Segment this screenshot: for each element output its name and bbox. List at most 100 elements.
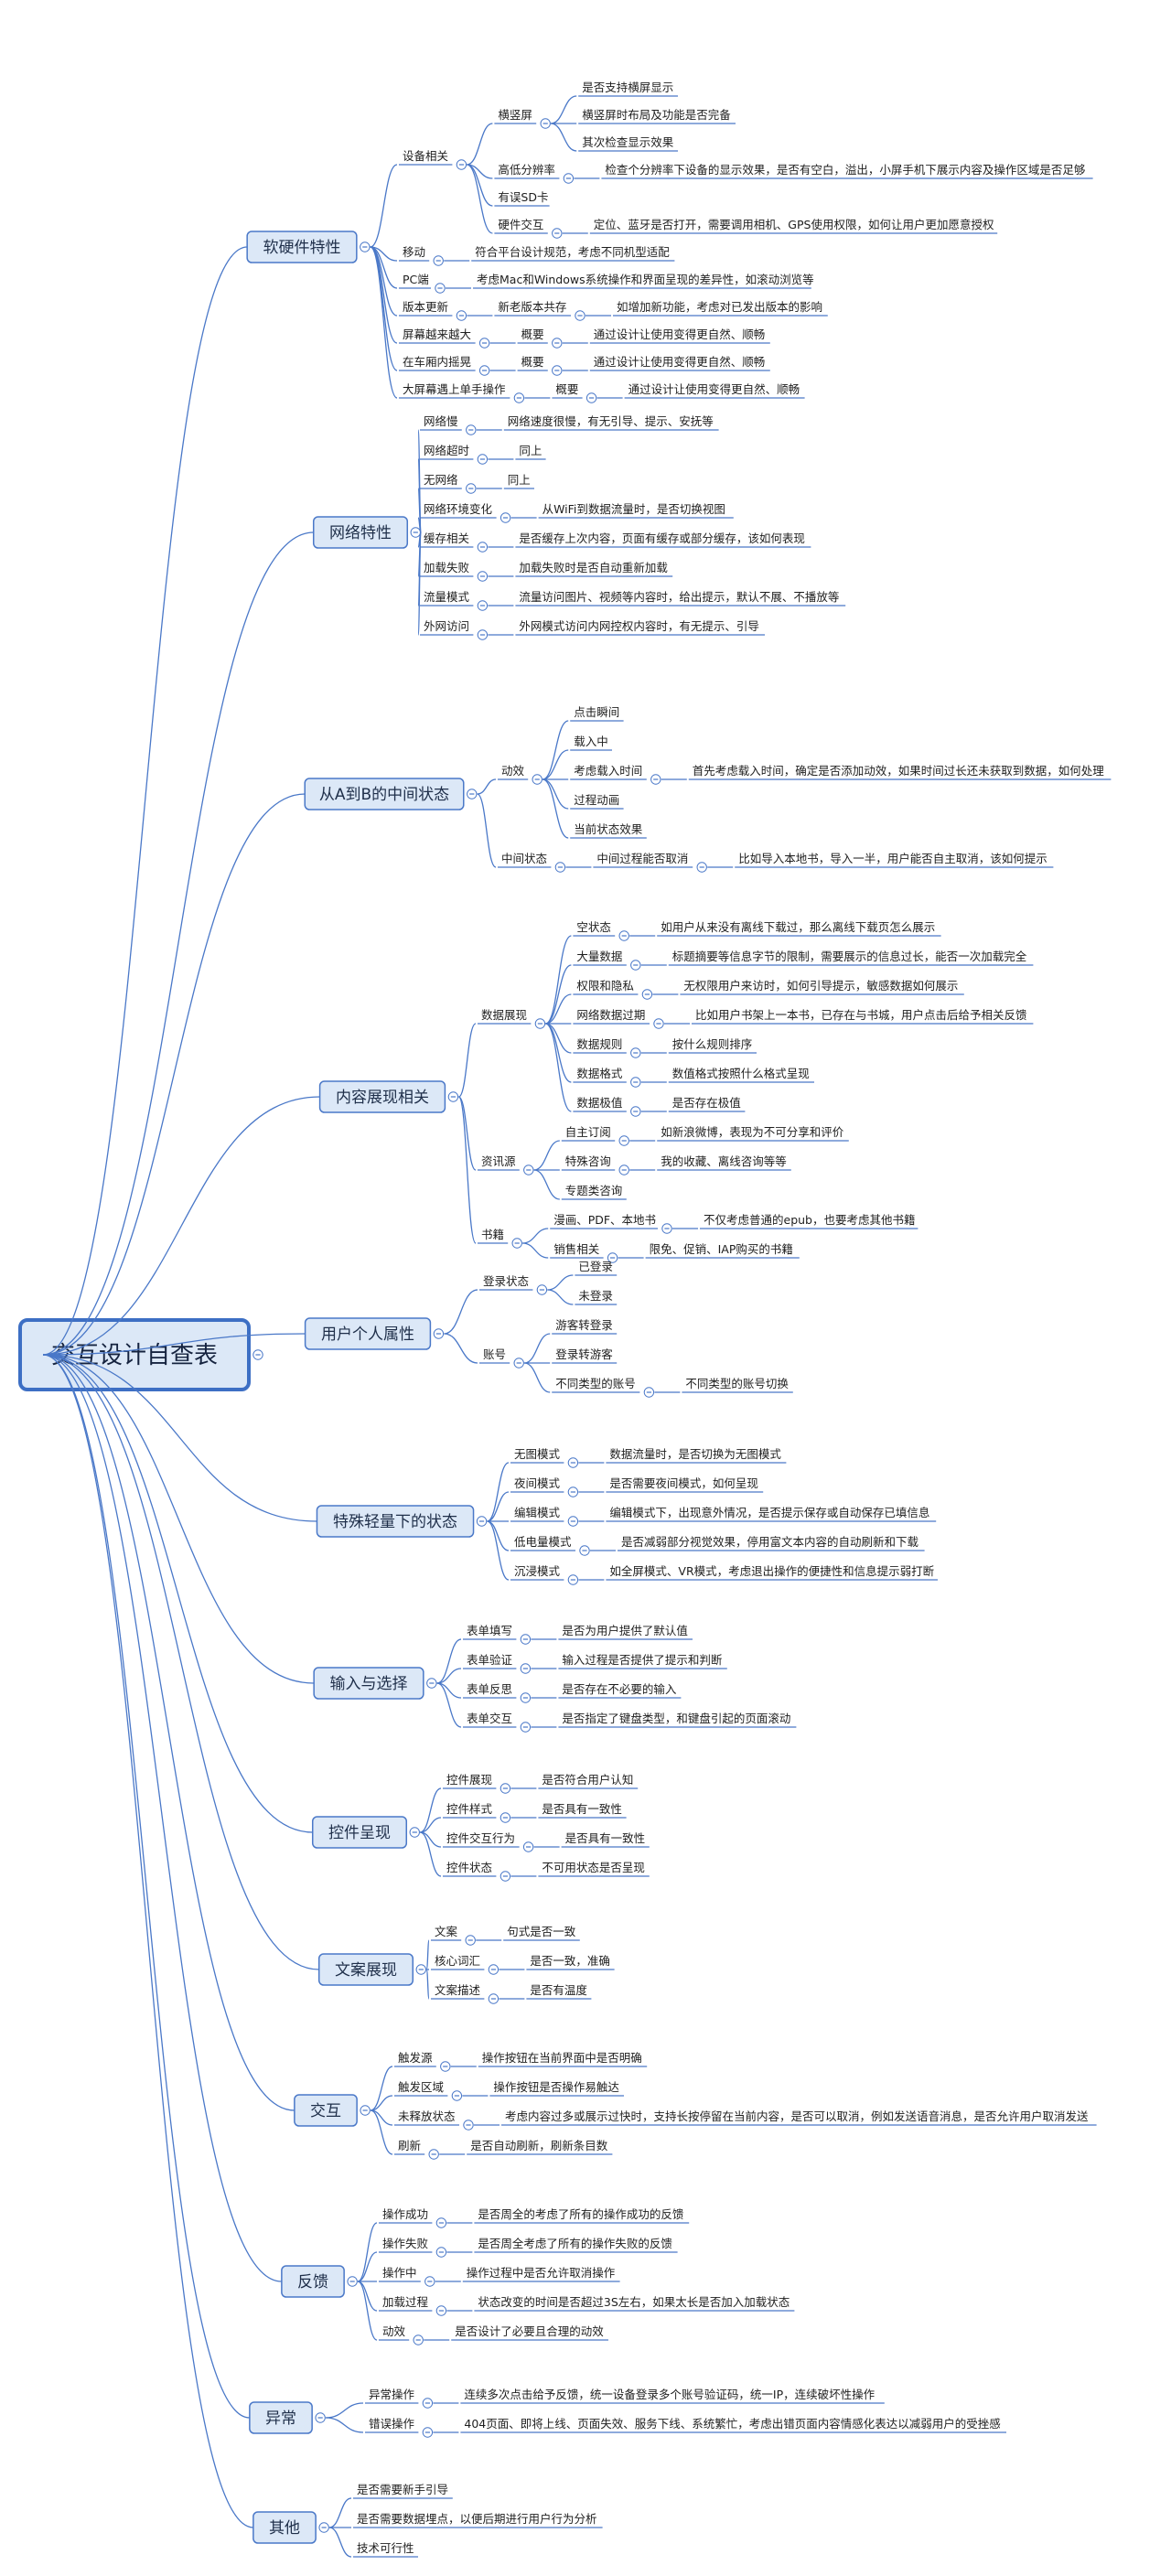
collapse-toggle-icon[interactable] bbox=[435, 2247, 447, 2258]
collapse-toggle-icon[interactable] bbox=[435, 2217, 447, 2228]
collapse-toggle-icon[interactable] bbox=[630, 1047, 641, 1058]
collapse-toggle-icon[interactable] bbox=[477, 542, 489, 553]
collapse-toggle-icon[interactable] bbox=[552, 338, 563, 349]
collapse-toggle-icon[interactable] bbox=[415, 1964, 426, 1975]
collapse-toggle-icon[interactable] bbox=[477, 454, 489, 465]
collapse-toggle-icon[interactable] bbox=[513, 1358, 524, 1368]
collapse-toggle-icon[interactable] bbox=[536, 1284, 548, 1295]
root-node[interactable]: 交互设计自查表 bbox=[18, 1318, 263, 1391]
collapse-toggle-icon[interactable] bbox=[618, 1165, 629, 1175]
collapse-toggle-icon[interactable] bbox=[552, 365, 563, 376]
collapse-toggle-icon[interactable] bbox=[523, 1165, 534, 1175]
collapse-toggle-icon[interactable] bbox=[522, 1841, 534, 1852]
collapse-toggle-icon[interactable] bbox=[451, 2090, 463, 2101]
collapse-toggle-icon[interactable] bbox=[477, 600, 489, 611]
collapse-toggle-icon[interactable] bbox=[630, 960, 641, 971]
collapse-toggle-icon[interactable] bbox=[463, 2120, 474, 2131]
collapse-toggle-icon[interactable] bbox=[643, 1387, 655, 1398]
collapse-toggle-icon[interactable] bbox=[520, 1722, 532, 1733]
category-node[interactable]: 异常 bbox=[249, 2401, 313, 2434]
collapse-toggle-icon[interactable] bbox=[575, 310, 586, 321]
collapse-toggle-icon[interactable] bbox=[661, 1223, 672, 1234]
collapse-toggle-icon[interactable] bbox=[552, 228, 563, 239]
collapse-toggle-icon[interactable] bbox=[426, 1678, 437, 1689]
collapse-toggle-icon[interactable] bbox=[433, 255, 444, 266]
collapse-toggle-icon[interactable] bbox=[586, 392, 597, 403]
collapse-toggle-icon[interactable] bbox=[696, 862, 707, 873]
collapse-toggle-icon[interactable] bbox=[650, 774, 661, 785]
category-node[interactable]: 输入与选择 bbox=[313, 1667, 424, 1700]
collapse-toggle-icon[interactable] bbox=[465, 1935, 476, 1946]
collapse-toggle-icon[interactable] bbox=[540, 118, 551, 129]
collapse-toggle-icon[interactable] bbox=[476, 1516, 488, 1527]
category-node[interactable]: 内容展现相关 bbox=[318, 1080, 446, 1113]
collapse-toggle-icon[interactable] bbox=[618, 930, 629, 941]
collapse-toggle-icon[interactable] bbox=[567, 1457, 579, 1468]
collapse-toggle-icon[interactable] bbox=[456, 310, 467, 321]
collapse-toggle-icon[interactable] bbox=[554, 862, 566, 873]
node-level-2: 如全屏模式、VR模式，考虑退出操作的便捷性和信息提示弱打断 bbox=[609, 1564, 934, 1578]
category-node[interactable]: 用户个人属性 bbox=[304, 1317, 432, 1350]
collapse-toggle-icon[interactable] bbox=[534, 1018, 546, 1029]
collapse-toggle-icon[interactable] bbox=[532, 774, 543, 785]
category-node[interactable]: 特殊轻量下的状态 bbox=[316, 1505, 475, 1538]
category-node[interactable]: 软硬件特性 bbox=[246, 231, 358, 263]
collapse-toggle-icon[interactable] bbox=[520, 1692, 532, 1703]
collapse-toggle-icon[interactable] bbox=[466, 424, 477, 435]
collapse-toggle-icon[interactable] bbox=[360, 242, 371, 252]
collapse-toggle-icon[interactable] bbox=[520, 1634, 532, 1645]
branch-line bbox=[326, 2402, 364, 2419]
collapse-toggle-icon[interactable] bbox=[630, 1077, 641, 1088]
category-node[interactable]: 从A到B的中间状态 bbox=[304, 778, 465, 810]
collapse-toggle-icon[interactable] bbox=[567, 1487, 579, 1497]
collapse-toggle-icon[interactable] bbox=[435, 283, 446, 294]
collapse-toggle-icon[interactable] bbox=[422, 2427, 434, 2438]
collapse-toggle-icon[interactable] bbox=[478, 338, 490, 349]
collapse-toggle-icon[interactable] bbox=[447, 1091, 459, 1102]
collapse-toggle-icon[interactable] bbox=[409, 1827, 420, 1838]
collapse-toggle-icon[interactable] bbox=[413, 2334, 424, 2345]
collapse-toggle-icon[interactable] bbox=[435, 2305, 447, 2316]
collapse-toggle-icon[interactable] bbox=[567, 1574, 579, 1585]
collapse-toggle-icon[interactable] bbox=[607, 1252, 618, 1263]
collapse-toggle-icon[interactable] bbox=[520, 1663, 532, 1674]
collapse-toggle-icon[interactable] bbox=[347, 2276, 358, 2287]
collapse-toggle-icon[interactable] bbox=[433, 1328, 445, 1339]
category-node[interactable]: 反馈 bbox=[281, 2265, 345, 2298]
collapse-toggle-icon[interactable] bbox=[466, 483, 477, 494]
collapse-toggle-icon[interactable] bbox=[630, 1106, 641, 1117]
collapse-toggle-icon[interactable] bbox=[500, 1871, 511, 1882]
collapse-toggle-icon[interactable] bbox=[478, 365, 490, 376]
collapse-toggle-icon[interactable] bbox=[488, 1964, 500, 1975]
category-node[interactable]: 交互 bbox=[294, 2094, 358, 2127]
category-node[interactable]: 网络特性 bbox=[312, 516, 409, 549]
collapse-toggle-icon[interactable] bbox=[500, 512, 511, 523]
collapse-toggle-icon[interactable] bbox=[422, 2398, 434, 2409]
collapse-toggle-icon[interactable] bbox=[477, 571, 489, 582]
collapse-toggle-icon[interactable] bbox=[641, 989, 653, 1000]
collapse-toggle-icon[interactable] bbox=[513, 392, 525, 403]
collapse-toggle-icon[interactable] bbox=[500, 1783, 511, 1794]
collapse-toggle-icon[interactable] bbox=[488, 1993, 500, 2004]
collapse-toggle-icon[interactable] bbox=[500, 1812, 511, 1823]
collapse-toggle-icon[interactable] bbox=[567, 1516, 579, 1527]
collapse-toggle-icon[interactable] bbox=[511, 1238, 522, 1249]
collapse-toggle-icon[interactable] bbox=[563, 173, 575, 184]
collapse-toggle-icon[interactable] bbox=[318, 2522, 329, 2533]
collapse-toggle-icon[interactable] bbox=[618, 1135, 629, 1146]
collapse-toggle-icon[interactable] bbox=[410, 527, 421, 538]
collapse-toggle-icon[interactable] bbox=[477, 629, 489, 640]
collapse-toggle-icon[interactable] bbox=[428, 2149, 439, 2160]
collapse-toggle-icon[interactable] bbox=[579, 1545, 590, 1556]
collapse-toggle-icon[interactable] bbox=[424, 2276, 435, 2287]
collapse-toggle-icon[interactable] bbox=[315, 2412, 326, 2423]
category-node[interactable]: 控件呈现 bbox=[311, 1816, 408, 1849]
collapse-toggle-icon[interactable] bbox=[440, 2061, 451, 2072]
category-node[interactable]: 文案展现 bbox=[317, 1953, 414, 1986]
collapse-toggle-icon[interactable] bbox=[467, 789, 478, 800]
collapse-toggle-icon[interactable] bbox=[360, 2105, 371, 2116]
collapse-toggle-icon[interactable] bbox=[653, 1018, 664, 1029]
collapse-toggle-icon[interactable] bbox=[456, 159, 467, 170]
collapse-toggle-icon[interactable] bbox=[252, 1349, 263, 1360]
category-node[interactable]: 其他 bbox=[252, 2511, 317, 2544]
